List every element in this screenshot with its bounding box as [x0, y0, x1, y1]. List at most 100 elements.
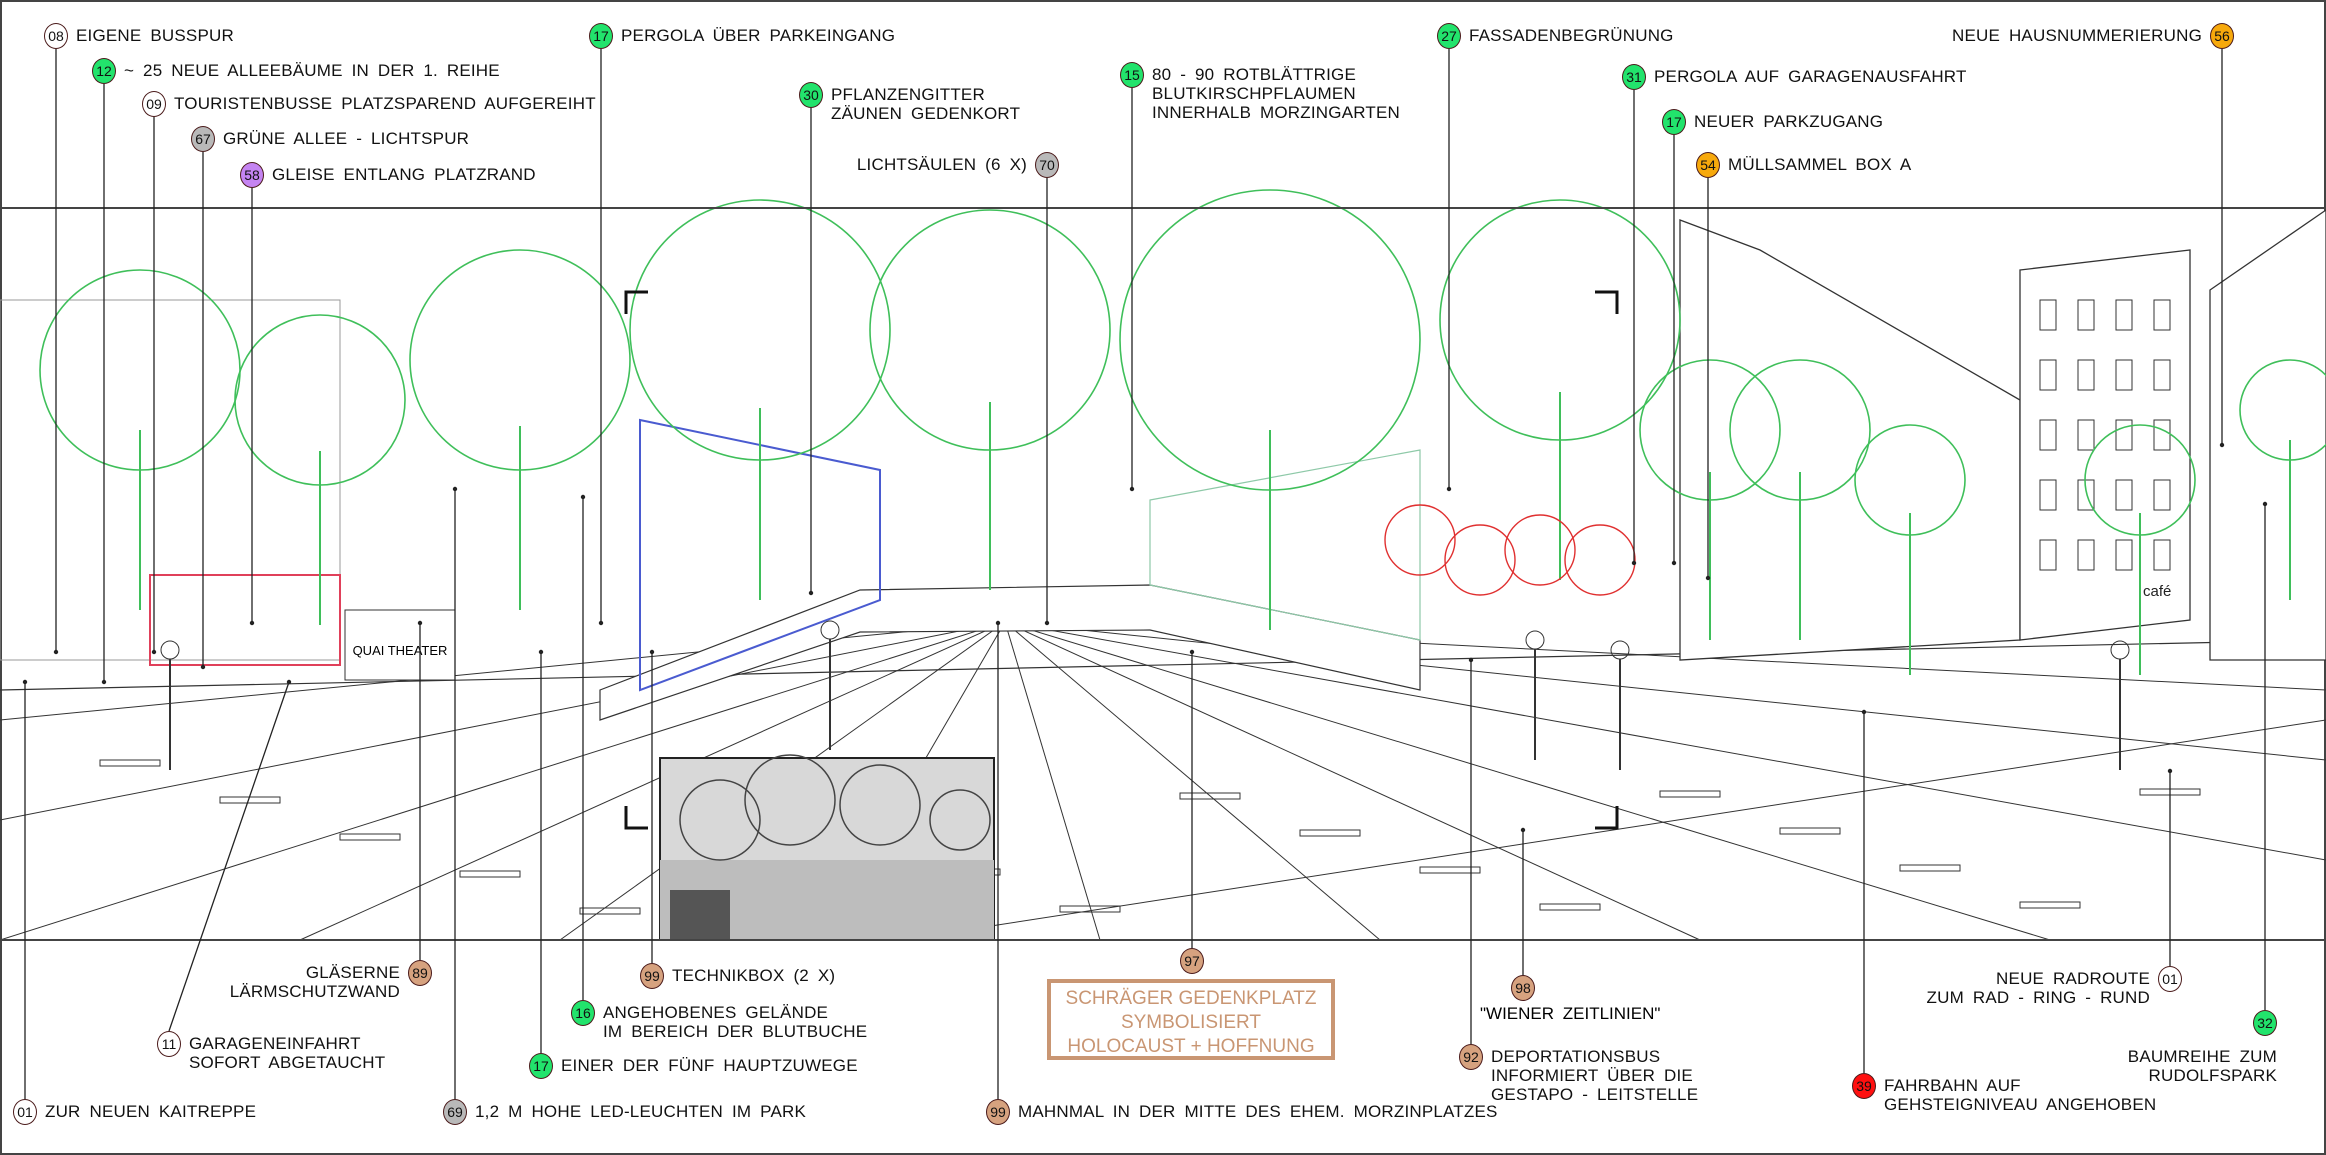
- perspective-line: [1004, 621, 1101, 941]
- photo-tree: [929, 789, 991, 851]
- leader-line: [168, 681, 290, 1032]
- memo-line-1: SCHRÄGER GEDENKPLATZ: [1065, 988, 1317, 1009]
- leader-dot: [452, 486, 458, 492]
- callout-number-badge: 58: [240, 162, 264, 188]
- leader-dot: [1189, 649, 1195, 655]
- road-marking: [99, 759, 161, 767]
- callout-label-line: FASSADENBEGRÜNUNG: [1469, 26, 1674, 45]
- callout-label-line: ~ 25 NEUE ALLEEBÄUME IN DER 1. REIHE: [124, 61, 500, 80]
- leader-dot: [1631, 560, 1637, 566]
- leader-dot: [286, 679, 292, 685]
- person-head: [1525, 630, 1545, 650]
- callout-label: FASSADENBEGRÜNUNG: [1469, 23, 1674, 45]
- callout-label: TECHNIKBOX (2 X): [672, 963, 835, 985]
- callout-label-line: INNERHALB MORZINGARTEN: [1152, 103, 1401, 122]
- callout-label: EINER DER FÜNF HAUPTZUWEGE: [561, 1053, 858, 1075]
- callout-label: EIGENE BUSSPUR: [76, 23, 234, 45]
- building-corner: [2019, 249, 2191, 641]
- callout-label-line: ZÄUNEN GEDENKORT: [831, 104, 1021, 123]
- callout-label-line: IM BEREICH DER BLUTBUCHE: [603, 1022, 868, 1041]
- callout-label-line: 1,2 M HOHE LED-LEUCHTEN IM PARK: [475, 1102, 806, 1121]
- callout-label: MÜLLSAMMEL BOX A: [1728, 152, 1911, 174]
- leader-dot: [101, 679, 107, 685]
- callout-label-line: ZUM RAD - RING - RUND: [1926, 988, 2150, 1007]
- window: [2039, 479, 2057, 511]
- photo-car: [670, 890, 730, 940]
- road-marking: [1419, 866, 1481, 874]
- callout-number-badge: 31: [1622, 64, 1646, 90]
- callout-69: 69 1,2 M HOHE LED-LEUCHTEN IM PARK: [443, 1099, 806, 1125]
- callout-number-badge: 01: [13, 1099, 37, 1125]
- leader-dot: [2219, 442, 2225, 448]
- callout-number-badge: 69: [443, 1099, 467, 1125]
- callout-number-badge: 11: [157, 1031, 181, 1057]
- road-marking: [1779, 827, 1841, 835]
- callout-label-line: GLÄSERNE: [305, 963, 400, 982]
- callout-label-line: EINER DER FÜNF HAUPTZUWEGE: [561, 1056, 858, 1075]
- window: [2115, 479, 2133, 511]
- callout-label-line: 80 - 90 ROTBLÄTTRIGE: [1152, 65, 1356, 84]
- perspective-line: [1004, 621, 2051, 941]
- leader-dot: [2262, 501, 2268, 507]
- leader-dot: [2167, 768, 2173, 774]
- wiener-zeitlinien-label: "WIENER ZEITLINIEN": [1480, 1004, 1661, 1023]
- street-perspective-sketch: QUAI THEATER: [0, 189, 2326, 941]
- window: [2077, 299, 2095, 331]
- window: [2077, 419, 2095, 451]
- red-plum-tree: [1504, 514, 1576, 586]
- callout-label-line: BLUTKIRSCHPFLAUMEN: [1152, 84, 1356, 103]
- window: [2077, 539, 2095, 571]
- red-plum-tree: [1384, 504, 1456, 576]
- perspective-line: [0, 621, 1006, 941]
- callout-number-badge: 56: [2210, 23, 2234, 49]
- window: [2115, 539, 2133, 571]
- leader-dot: [995, 620, 1001, 626]
- tourist-bus: [149, 574, 341, 666]
- callout-number-badge: 08: [44, 23, 68, 49]
- leader-dot: [1671, 560, 1677, 566]
- callout-number-badge: 39: [1852, 1073, 1876, 1099]
- road-marking: [1299, 829, 1361, 837]
- callout-98: 98: [1511, 975, 1535, 1001]
- callout-label-line: BAUMREIHE ZUM: [2127, 1047, 2277, 1066]
- callout-label: NEUE HAUSNUMMERIERUNG: [1952, 23, 2202, 45]
- callout-label-line: GRÜNE ALLEE - LICHTSPUR: [223, 129, 470, 148]
- leader-dot: [53, 649, 59, 655]
- window: [2115, 299, 2133, 331]
- road-marking: [459, 870, 521, 878]
- window: [2115, 419, 2133, 451]
- callout-number-badge: 92: [1459, 1044, 1483, 1070]
- frame-bracket: [624, 290, 648, 314]
- callout-label-line: FAHRBAHN AUF: [1884, 1076, 2021, 1095]
- callout-label-line: TECHNIKBOX (2 X): [672, 966, 836, 985]
- callout-label-line: PFLANZENGITTER: [831, 85, 985, 104]
- plant-lattice: [1149, 449, 1421, 641]
- callout-label: LICHTSÄULEN (6 X): [857, 152, 1027, 174]
- callout-number-badge: 99: [986, 1099, 1010, 1125]
- leader-dot: [538, 649, 544, 655]
- leader-dot: [417, 620, 423, 626]
- window: [2153, 419, 2171, 451]
- window: [2153, 359, 2171, 391]
- red-plum-tree: [1444, 524, 1516, 596]
- window: [2153, 479, 2171, 511]
- perspective-line: [1004, 621, 2326, 861]
- road-marking: [1179, 792, 1241, 800]
- callout-number-badge: 27: [1437, 23, 1461, 49]
- callout-label-line: GEHSTEIGNIVEAU ANGEHOBEN: [1884, 1095, 2157, 1114]
- perspective-line: [1004, 621, 2326, 761]
- leader-dot: [1861, 709, 1867, 715]
- callout-label-line: ANGEHOBENES GELÄNDE: [603, 1003, 829, 1022]
